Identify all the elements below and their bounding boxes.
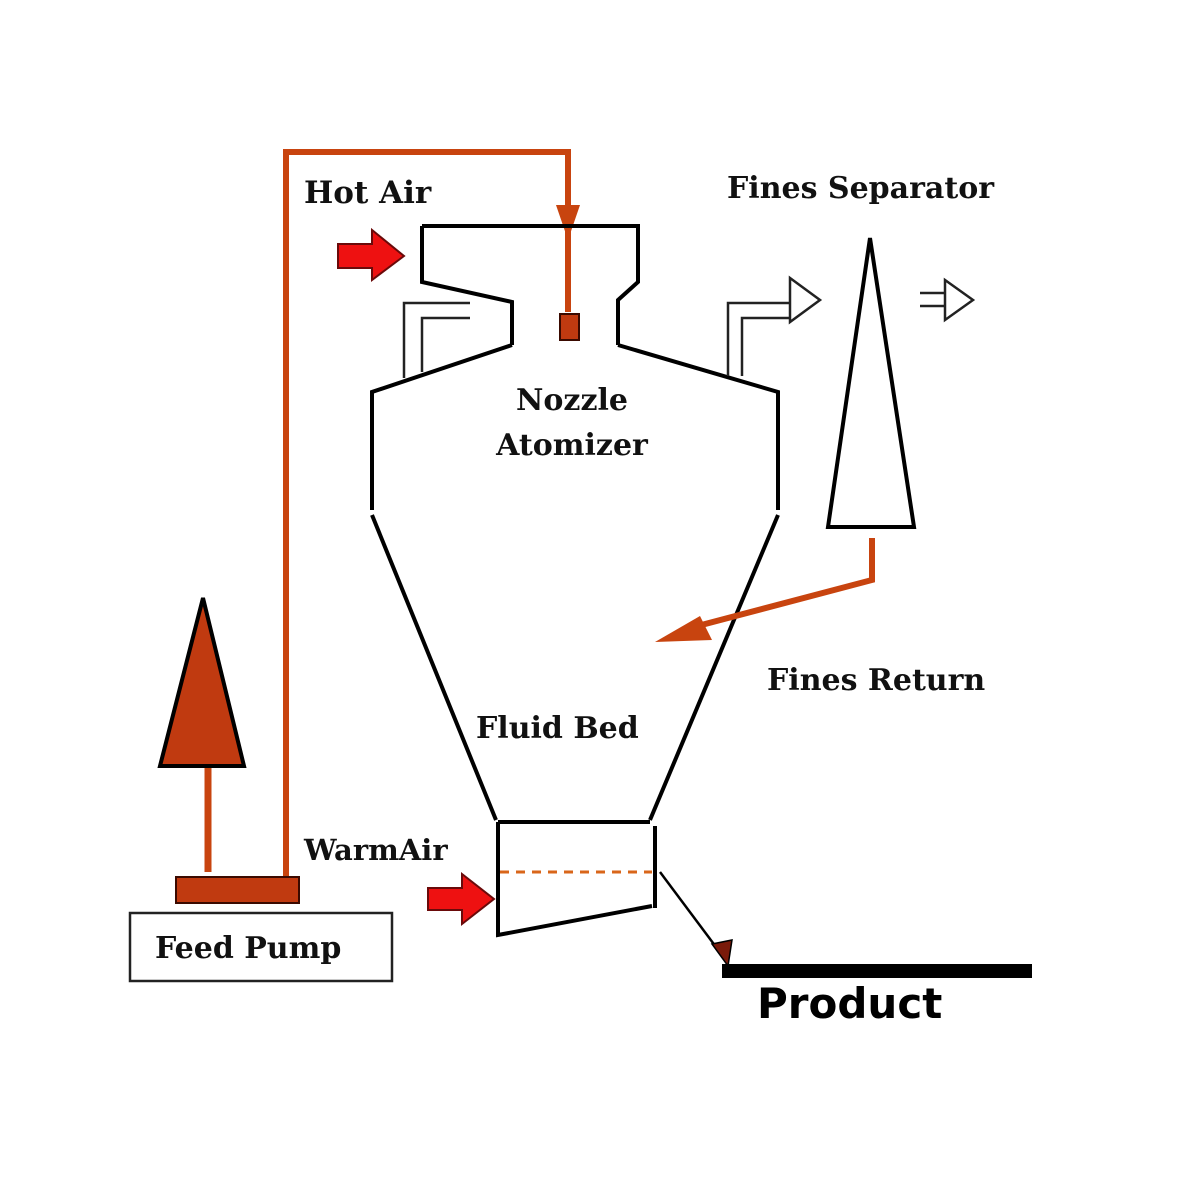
separator-exhaust-arrowhead xyxy=(943,277,976,323)
label-fines-return: Fines Return xyxy=(767,663,985,698)
fluid-bed-box xyxy=(496,820,657,938)
product-conveyor xyxy=(722,964,1032,978)
label-atomizer: Atomizer xyxy=(495,428,649,463)
hot-air-inlet-arrow xyxy=(337,227,406,282)
product-discharge-line xyxy=(658,871,724,956)
feed-line xyxy=(283,149,571,880)
label-product: Product xyxy=(757,979,942,1028)
exhaust-arrowhead-1 xyxy=(788,275,823,325)
feed-line-arrowhead xyxy=(556,205,580,240)
label-nozzle: Nozzle xyxy=(516,383,628,418)
label-fluid-bed: Fluid Bed xyxy=(476,711,639,746)
dryer-head-left xyxy=(420,226,514,345)
chamber-shoulder-left xyxy=(370,343,513,510)
fines-separator-cyclone xyxy=(825,237,917,529)
separator-exhaust-lines xyxy=(920,291,945,308)
feed-pump-plate xyxy=(175,876,300,904)
label-warm-air: WarmAir xyxy=(303,833,448,867)
product-discharge-arrowhead xyxy=(710,939,733,968)
chamber-shoulder-right xyxy=(617,343,780,510)
exhaust-duct-right xyxy=(726,301,790,376)
fines-return-arrowhead xyxy=(655,616,712,642)
feed-up-arrow-icon xyxy=(157,597,247,768)
label-fines-separator: Fines Separator xyxy=(727,171,995,206)
exhaust-duct-left xyxy=(402,301,470,378)
dryer-head xyxy=(422,224,640,345)
label-hot-air: Hot Air xyxy=(304,175,432,211)
label-feed-pump: Feed Pump xyxy=(155,931,341,966)
warm-air-inlet-arrow xyxy=(427,871,496,927)
cone-left xyxy=(370,514,498,821)
nozzle-block xyxy=(559,313,580,341)
feed-pump-box xyxy=(128,911,394,983)
fines-return-line xyxy=(689,538,875,631)
cone-right xyxy=(648,514,780,821)
